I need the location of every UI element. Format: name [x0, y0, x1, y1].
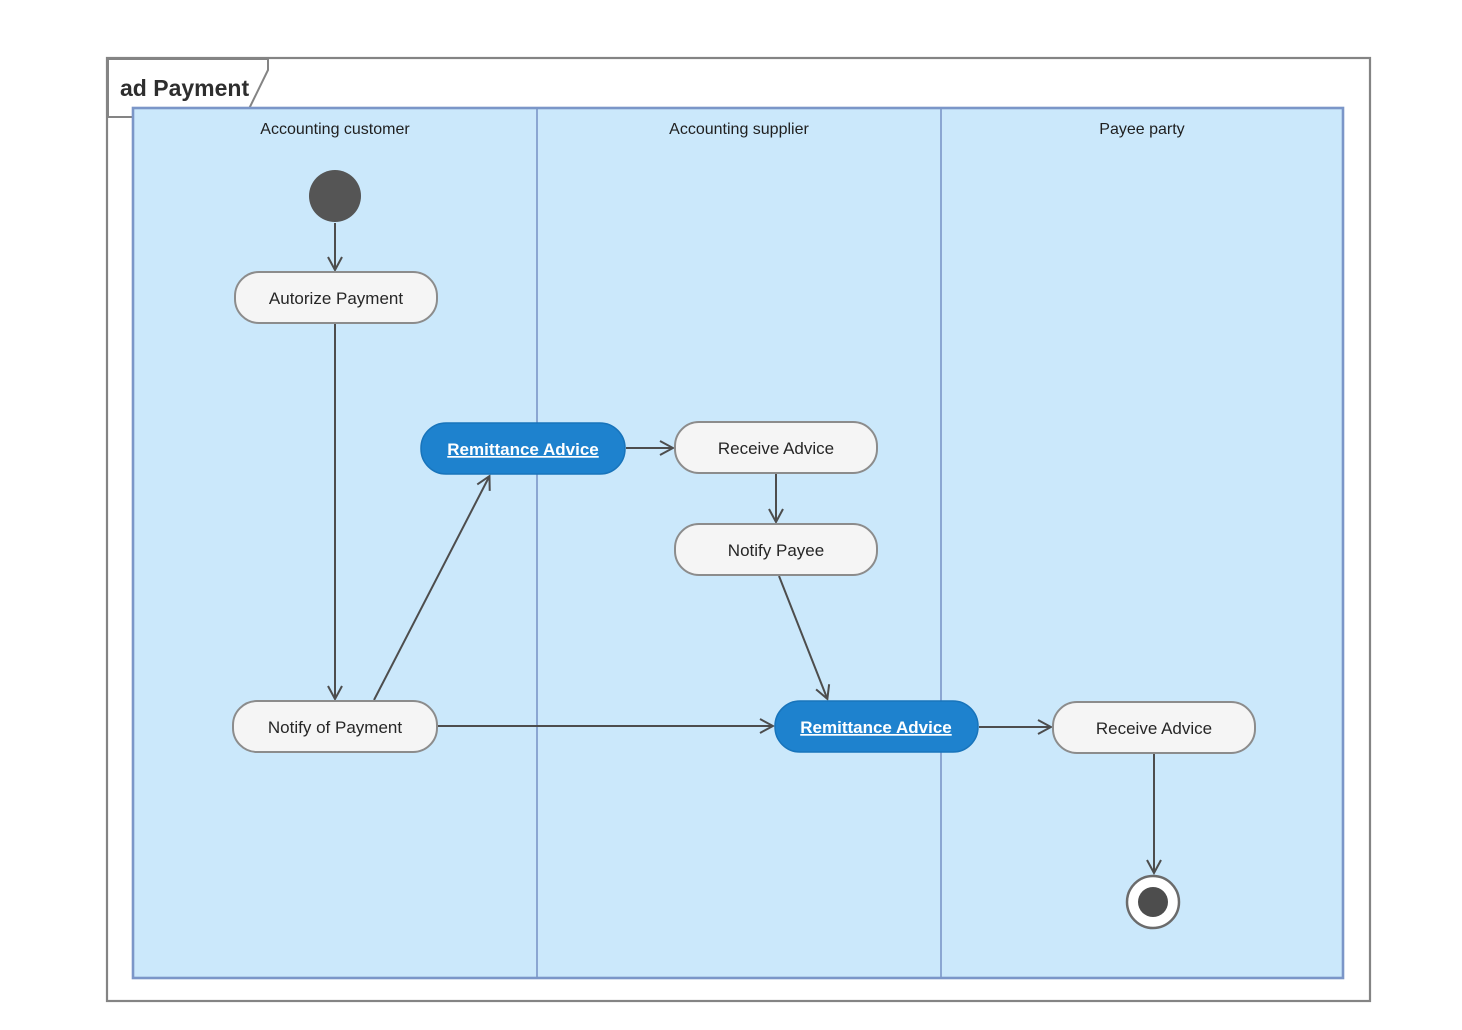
action-node-notify-of-payment[interactable]: Notify of Payment [232, 700, 438, 753]
signal-node-label: Remittance Advice [800, 718, 951, 737]
final-node-core [1138, 887, 1168, 917]
action-node-label: Receive Advice [1096, 719, 1212, 738]
signal-node-remittance-advice-1[interactable]: Remittance Advice [420, 422, 626, 475]
lane-label-accounting-customer: Accounting customer [260, 121, 410, 138]
diagram-title: ad Payment [120, 75, 249, 101]
initial-node[interactable] [309, 170, 361, 222]
signal-node-label: Remittance Advice [447, 440, 598, 459]
edge-notify-payee-to-remittance-advice-2 [778, 575, 827, 698]
lane-label-accounting-supplier: Accounting supplier [669, 121, 809, 138]
lane-label-payee-party: Payee party [1099, 121, 1184, 138]
action-node-notify-payee[interactable]: Notify Payee [674, 523, 878, 576]
action-node-label: Notify Payee [728, 541, 824, 560]
final-node[interactable] [1125, 874, 1181, 930]
action-node-autorize-payment[interactable]: Autorize Payment [234, 271, 438, 324]
edge-notify-of-payment-to-remittance-advice-1 [373, 477, 489, 701]
action-node-receive-advice-1[interactable]: Receive Advice [674, 421, 878, 474]
diagram-frame-tab [107, 58, 269, 118]
action-node-label: Receive Advice [718, 439, 834, 458]
action-node-receive-advice-2[interactable]: Receive Advice [1052, 701, 1256, 754]
action-node-label: Notify of Payment [268, 718, 402, 737]
action-node-label: Autorize Payment [269, 289, 403, 308]
signal-node-remittance-advice-2[interactable]: Remittance Advice [774, 700, 979, 753]
